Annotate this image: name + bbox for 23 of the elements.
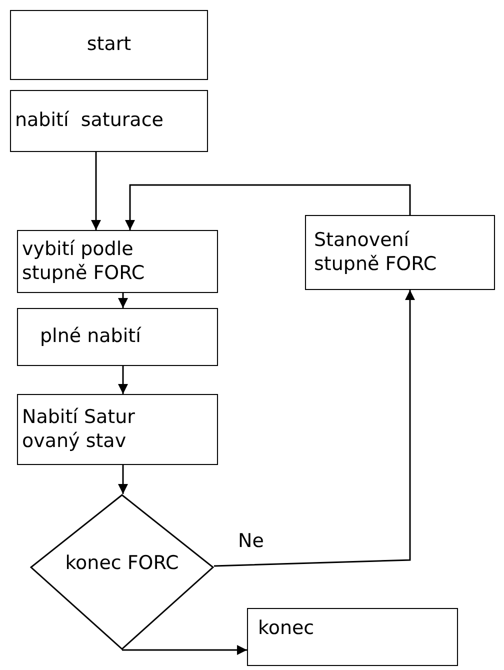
node-text: konec: [258, 617, 314, 641]
arrow: [125, 184, 411, 230]
arrow: [122, 645, 247, 655]
node-text: Stanovení stupně FORC: [314, 228, 438, 276]
terminal-box: [247, 608, 458, 666]
process-box: [10, 90, 208, 152]
arrow: [118, 366, 128, 394]
arrow: [118, 465, 128, 494]
process-box: [17, 394, 218, 465]
node-text: konec FORC: [65, 552, 179, 576]
arrow: [214, 290, 415, 567]
arrow: [91, 152, 101, 230]
node-text: plné nabití: [40, 325, 141, 349]
process-box: [305, 215, 495, 290]
node-text: vybití podle stupně FORC: [22, 238, 146, 286]
arrow: [118, 293, 128, 308]
process-box: [17, 308, 218, 366]
node-text: nabití saturace: [15, 109, 164, 133]
decision-diamond: [30, 494, 214, 650]
node-text: start: [86, 33, 132, 57]
process-box: [17, 230, 218, 293]
terminal-box: [10, 10, 208, 80]
node-text: Nabití Satur ovaný stav: [22, 406, 136, 454]
